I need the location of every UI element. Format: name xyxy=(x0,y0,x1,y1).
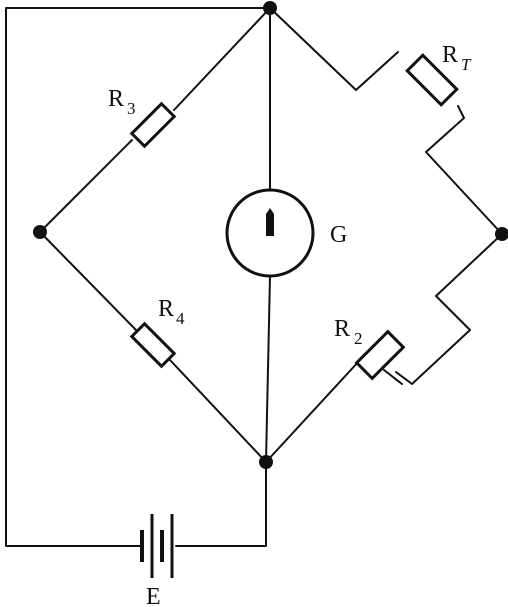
node-bottom xyxy=(259,455,273,469)
rt-branch-wire xyxy=(269,7,503,235)
galvanometer xyxy=(225,188,315,278)
outer-left-wire xyxy=(5,7,271,547)
resistor-rt xyxy=(405,53,459,107)
node-right xyxy=(495,227,508,241)
battery-to-bottom-wire xyxy=(175,461,267,547)
node-left xyxy=(33,225,47,239)
galvanometer-branch-wire xyxy=(265,7,271,463)
r4-branch-wire xyxy=(39,231,267,463)
node-top xyxy=(263,1,277,15)
battery-e xyxy=(140,514,174,578)
r3-branch-wire xyxy=(39,7,271,233)
r2-branch-wire xyxy=(265,233,503,463)
r2-wiper xyxy=(383,369,403,385)
galvanometer-needle-icon xyxy=(266,208,274,236)
resistor-r3 xyxy=(129,101,177,149)
resistor-r4 xyxy=(129,321,177,369)
label-e: E xyxy=(146,584,161,607)
label-g: G xyxy=(330,222,347,248)
variable-resistor-r2 xyxy=(354,329,406,385)
